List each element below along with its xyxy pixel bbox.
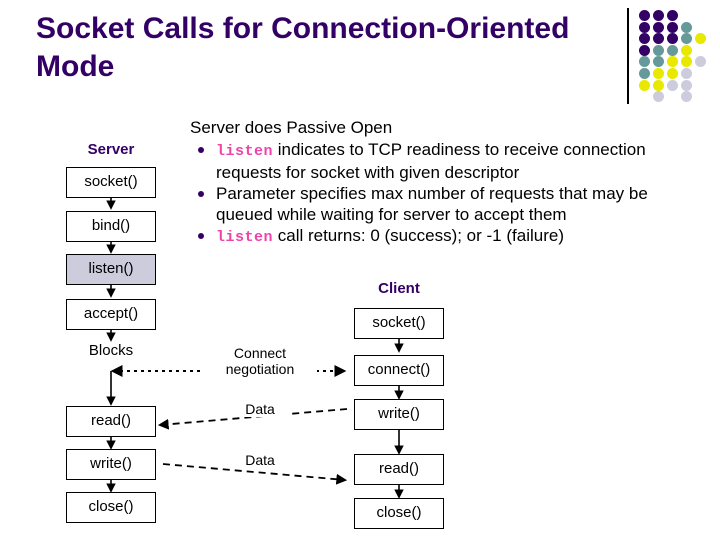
client-step-write[interactable]: write() xyxy=(354,399,444,430)
deco-dot-teal-icon xyxy=(681,21,692,33)
bullet-item: Parameter specifies max number of reques… xyxy=(190,183,700,225)
client-step-socket[interactable]: socket() xyxy=(354,308,444,339)
deco-dot-purple-icon xyxy=(639,44,650,56)
deco-dot-purple-icon xyxy=(639,33,650,45)
decorative-dot-grid xyxy=(627,4,717,104)
deco-dot-yellow-icon xyxy=(639,79,650,91)
deco-dot-lavender-icon xyxy=(681,91,692,103)
deco-dot-lavender-icon xyxy=(667,79,678,91)
flow-label-data-2: Data xyxy=(228,452,292,468)
server-step-read[interactable]: read() xyxy=(66,406,156,437)
bullet-dot-icon xyxy=(198,233,204,239)
server-column-heading: Server xyxy=(87,141,135,158)
deco-dot-lavender-icon xyxy=(653,91,664,103)
deco-dot-teal-icon xyxy=(639,56,650,68)
server-step-write[interactable]: write() xyxy=(66,449,156,480)
code-keyword: listen xyxy=(216,229,274,246)
server-step-socket[interactable]: socket() xyxy=(66,167,156,198)
deco-dot-yellow-icon xyxy=(681,56,692,68)
flow-label-negotiation: negotiation xyxy=(203,361,317,377)
deco-dot-teal-icon xyxy=(681,33,692,45)
deco-dot-purple-icon xyxy=(653,33,664,45)
deco-dot-yellow-icon xyxy=(667,56,678,68)
flow-label-connect: Connect xyxy=(203,345,317,361)
deco-dot-purple-icon xyxy=(639,10,650,21)
deco-dot-purple-icon xyxy=(639,21,650,33)
body-text-block: Server does Passive Open listen indicate… xyxy=(190,117,700,248)
deco-dot-purple-icon xyxy=(653,21,664,33)
deco-dot-lavender-icon xyxy=(681,79,692,91)
bullet-dot-icon xyxy=(198,147,204,153)
deco-dot-teal-icon xyxy=(667,44,678,56)
bullet-text: call returns: 0 (success); or -1 (failur… xyxy=(273,226,564,245)
deco-dot-yellow-icon xyxy=(653,68,664,79)
deco-dot-yellow-icon xyxy=(681,44,692,56)
bullet-item: listen indicates to TCP readiness to rec… xyxy=(190,139,700,183)
server-blocks-label: Blocks xyxy=(88,342,134,359)
deco-dot-purple-icon xyxy=(667,21,678,33)
bullet-text: Parameter specifies max number of reques… xyxy=(216,184,648,224)
vertical-rule xyxy=(627,8,629,104)
client-step-close[interactable]: close() xyxy=(354,498,444,529)
server-step-listen[interactable]: listen() xyxy=(66,254,156,285)
client-step-connect[interactable]: connect() xyxy=(354,355,444,386)
deco-dot-yellow-icon xyxy=(695,33,706,45)
deco-dot-teal-icon xyxy=(653,44,664,56)
lead-line: Server does Passive Open xyxy=(190,118,393,137)
flow-label-data-1: Data xyxy=(228,401,292,417)
deco-dot-teal-icon xyxy=(653,56,664,68)
client-step-read[interactable]: read() xyxy=(354,454,444,485)
deco-dot-lavender-icon xyxy=(681,68,692,79)
bullet-text: indicates to TCP readiness to receive co… xyxy=(216,140,646,182)
deco-dot-lavender-icon xyxy=(695,56,706,68)
client-column-heading: Client xyxy=(378,280,420,297)
code-keyword: listen xyxy=(216,143,274,160)
bullet-dot-icon xyxy=(198,191,204,197)
deco-dot-yellow-icon xyxy=(653,79,664,91)
deco-dot-teal-icon xyxy=(639,68,650,79)
deco-dot-purple-icon xyxy=(653,10,664,21)
server-step-bind[interactable]: bind() xyxy=(66,211,156,242)
deco-dot-yellow-icon xyxy=(667,68,678,79)
server-step-close[interactable]: close() xyxy=(66,492,156,523)
bullet-item: listen call returns: 0 (success); or -1 … xyxy=(190,225,700,248)
deco-dot-purple-icon xyxy=(667,33,678,45)
server-step-accept[interactable]: accept() xyxy=(66,299,156,330)
deco-dot-purple-icon xyxy=(667,10,678,21)
page-title: Socket Calls for Connection-Oriented Mod… xyxy=(36,12,570,83)
